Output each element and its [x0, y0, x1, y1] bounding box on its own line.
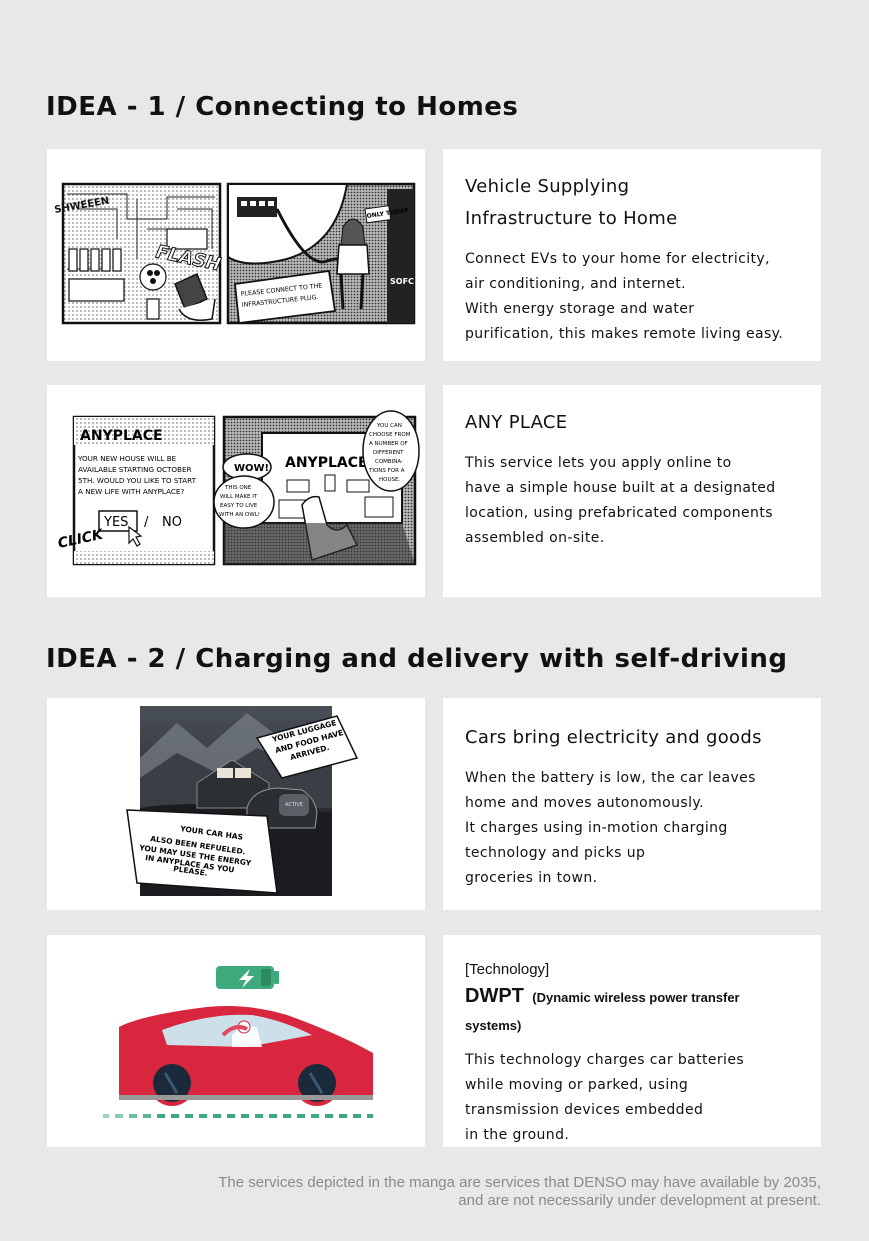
- yes-button[interactable]: [98, 510, 138, 532]
- idea2-heading: IDEA - 2 / Charging and delivery with se…: [46, 644, 788, 674]
- anyplace-comic: ANYPLACE YOUR NEW HOUSE WILL BE AVAILABL…: [57, 410, 420, 566]
- vehicle-supplying-comic: SHWEEEN FLASH ONLY TODAY SOFC PLEASE CON…: [54, 182, 416, 325]
- dwpt-title: DWPT (Dynamic wireless power transfer sy…: [465, 980, 799, 1036]
- footnote: The services depicted in the manga are s…: [218, 1174, 821, 1210]
- choose-bubble-4: DIFFERENT: [373, 450, 404, 456]
- yes-label: YES: [103, 515, 128, 530]
- cursor-icon: [128, 525, 143, 547]
- car-badge: ACTIVE: [285, 802, 303, 808]
- choose-bubble-3: A NUMBER OF: [369, 441, 408, 447]
- screen-text-4: A NEW LIFE WITH ANYPLACE?: [78, 487, 184, 496]
- dwpt-illustration-card: [47, 935, 425, 1147]
- dwpt-main-title: DWPT: [465, 985, 524, 1007]
- sofc-label: SOFC: [390, 277, 414, 286]
- choose-bubble-5: COMBINA-: [375, 459, 403, 465]
- anyplace-title: ANY PLACE: [465, 412, 568, 433]
- owl-bubble-3: EASY TO LIVE: [220, 503, 258, 509]
- screen-text-1: YOUR NEW HOUSE WILL BE: [77, 454, 177, 463]
- anyplace-comic-card: ANYPLACE YOUR NEW HOUSE WILL BE AVAILABL…: [47, 385, 425, 597]
- owl-bubble-2: WILL MAKE IT: [220, 494, 258, 500]
- delivery-comic-card: ACTIVE YOUR LUGGAGE AND FOOD HAVE ARRIVE…: [47, 698, 425, 910]
- battery-charging-icon: [216, 966, 279, 989]
- footnote-line-1: The services depicted in the manga are s…: [218, 1174, 821, 1191]
- dwpt-subtitle: (Dynamic wireless power transfer systems…: [465, 990, 740, 1033]
- choose-bubble-7: HOUSE.: [379, 477, 400, 483]
- technology-tag: [Technology]: [465, 961, 550, 978]
- cars-bring-card: Cars bring electricity and goods When th…: [443, 698, 821, 910]
- slash-label: /: [144, 515, 149, 530]
- owl-bubble-1: THIS ONE: [224, 485, 252, 491]
- laptop-anyplace-title: ANYPLACE: [285, 455, 368, 471]
- vehicle-supplying-body: Connect EVs to your home for electricity…: [465, 251, 784, 342]
- idea1-heading: IDEA - 1 / Connecting to Homes: [46, 92, 519, 122]
- choose-bubble-6: TIONS FOR A: [368, 468, 405, 474]
- dwpt-body: This technology charges car batteries wh…: [465, 1052, 745, 1143]
- anyplace-body: This service lets you apply online to ha…: [465, 455, 776, 546]
- vehicle-supplying-card: Vehicle Supplying Infrastructure to Home…: [443, 149, 821, 361]
- choose-bubble-1: YOU CAN: [376, 423, 402, 429]
- vehicle-supplying-comic-card: SHWEEEN FLASH ONLY TODAY SOFC PLEASE CON…: [47, 149, 425, 361]
- cars-bring-title: Cars bring electricity and goods: [465, 727, 762, 748]
- owl-bubble-4: WITH AN OWL!: [219, 512, 260, 518]
- choose-bubble-2: CHOOSE FROM: [369, 432, 411, 438]
- screen-anyplace-title: ANYPLACE: [80, 428, 163, 444]
- delivery-comic: ACTIVE YOUR LUGGAGE AND FOOD HAVE ARRIVE…: [126, 706, 359, 896]
- footnote-line-2: and are not necessarily under developmen…: [458, 1192, 821, 1209]
- cars-bring-body: When the battery is low, the car leaves …: [465, 770, 756, 886]
- dwpt-card: [Technology] DWPT (Dynamic wireless powe…: [443, 935, 821, 1147]
- anyplace-card: ANY PLACE This service lets you apply on…: [443, 385, 821, 597]
- screen-text-2: AVAILABLE STARTING OCTOBER: [78, 465, 192, 474]
- vehicle-supplying-title: Vehicle Supplying Infrastructure to Home: [465, 176, 678, 229]
- dwpt-illustration: [103, 966, 373, 1118]
- no-label: NO: [162, 515, 182, 530]
- wow-label: WOW!: [234, 463, 269, 474]
- screen-text-3: 5TH. WOULD YOU LIKE TO START: [78, 476, 197, 485]
